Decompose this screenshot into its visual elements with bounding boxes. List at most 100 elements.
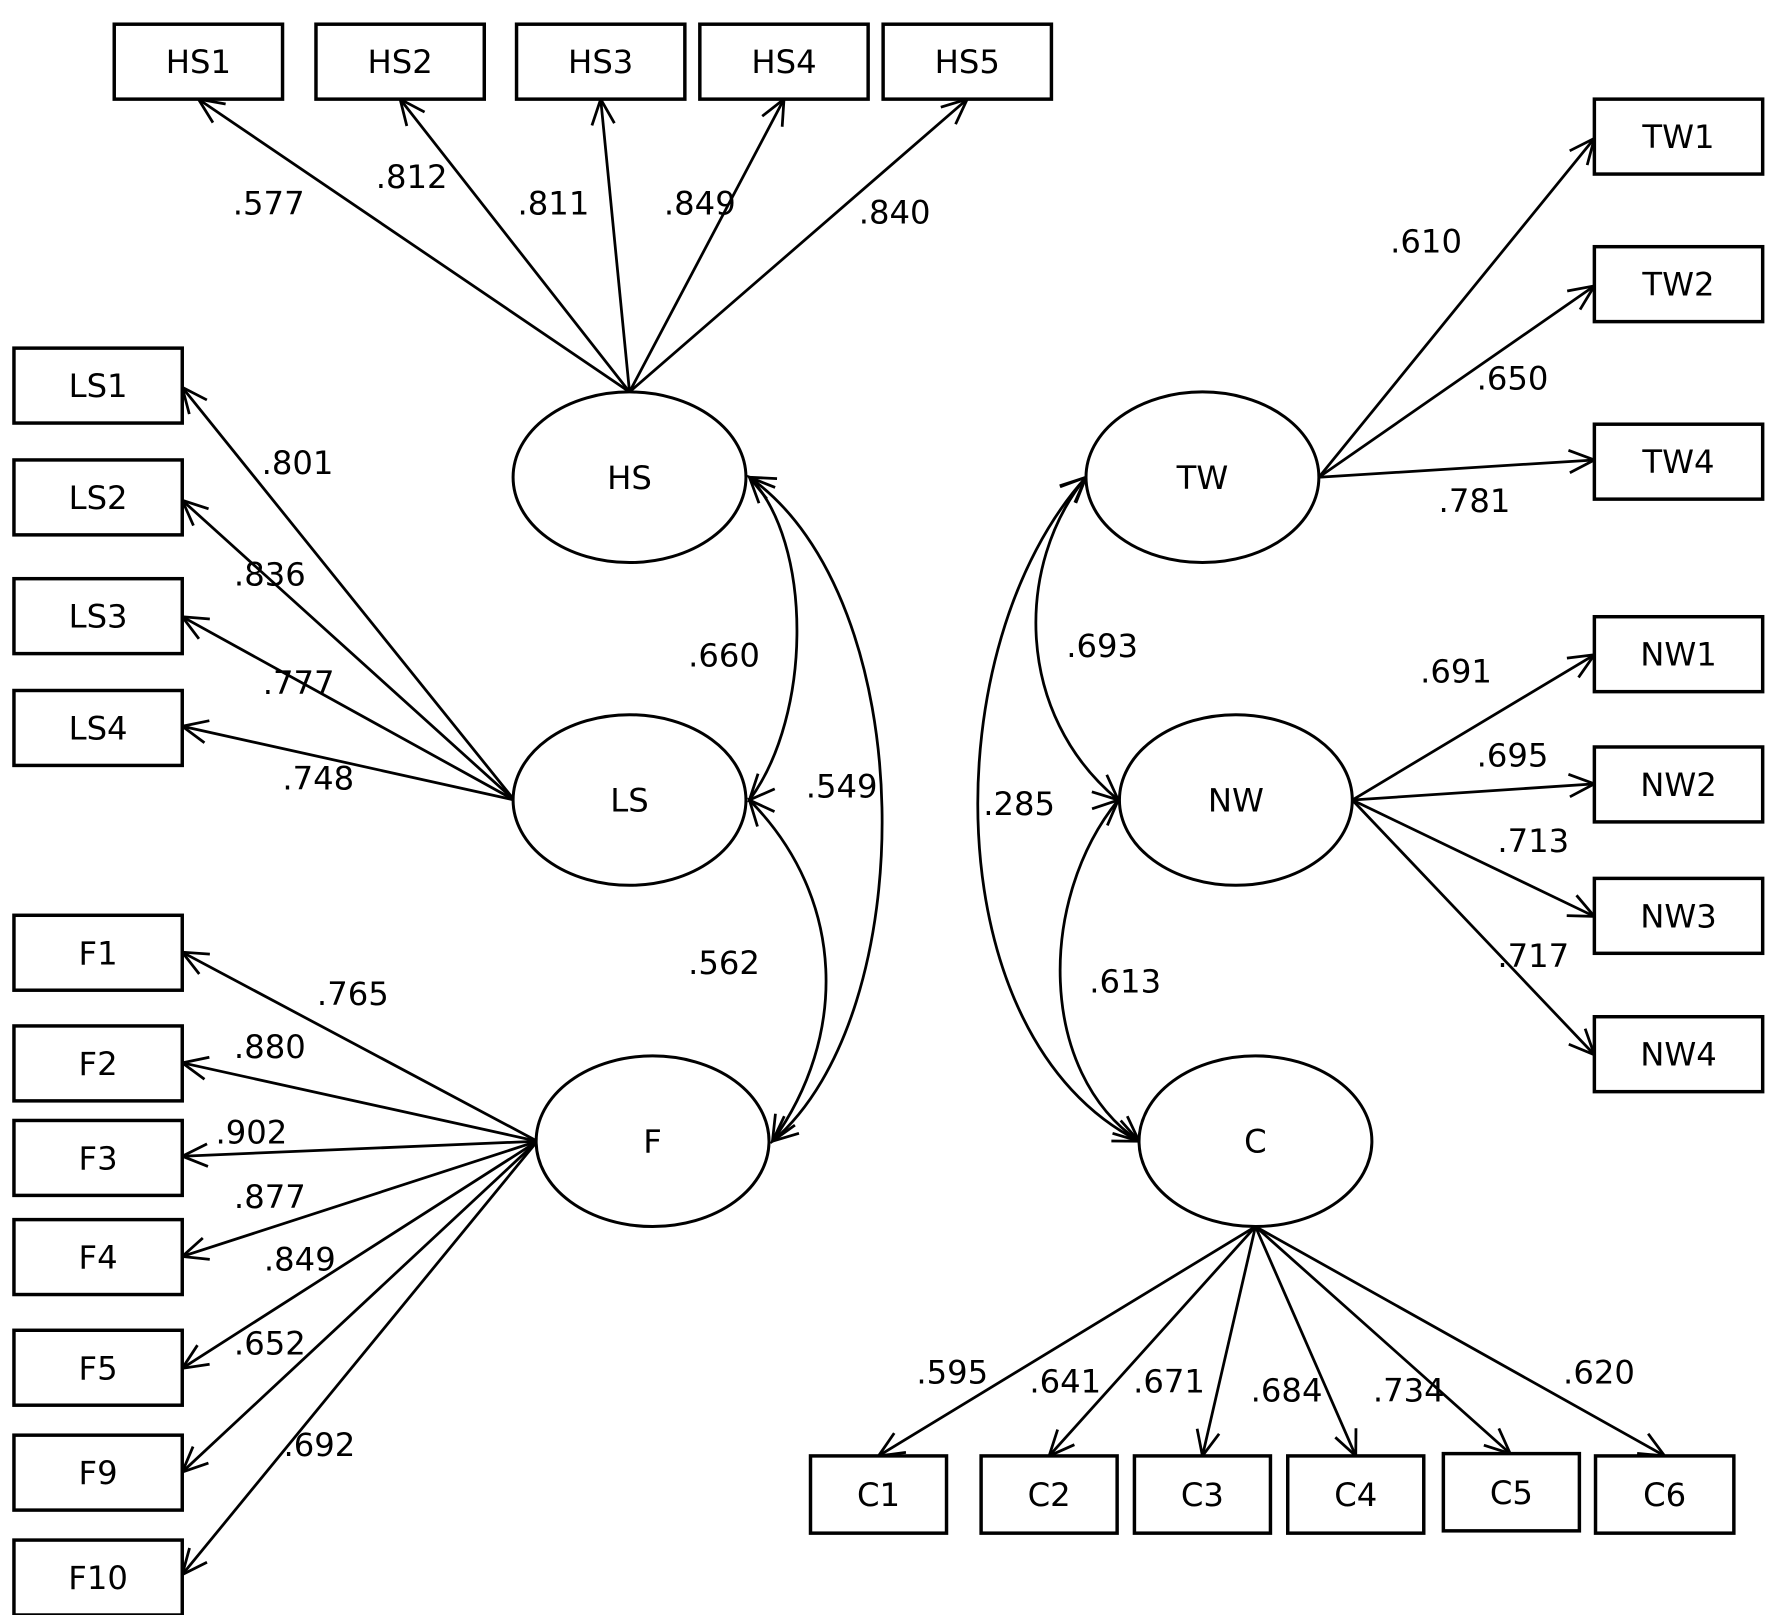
latent-factor-nw: NW (1117, 713, 1354, 887)
indicator-box (1592, 1014, 1765, 1094)
loading-label-f1: .765 (317, 975, 389, 1013)
latent-factor-tw: TW (1084, 390, 1321, 565)
indicator-hs3: HS3 (514, 22, 687, 101)
loading-label-hs4: .849 (664, 184, 736, 222)
indicator-c6: C6 (1593, 1454, 1736, 1535)
indicator-c1: C1 (808, 1454, 949, 1535)
indicator-label: LS2 (69, 479, 128, 517)
indicator-hs4: HS4 (698, 22, 870, 101)
correlation-path-tw-c (976, 476, 1140, 1143)
indicator-box (1286, 1454, 1426, 1535)
loading-label-f2: .880 (234, 1028, 306, 1066)
loading-label-hs5: .840 (859, 194, 931, 232)
indicator-tw4: TW4 (1592, 422, 1765, 501)
indicator-label: C1 (857, 1476, 900, 1514)
indicator-nw3: NW3 (1592, 876, 1765, 956)
indicator-label: C3 (1181, 1476, 1224, 1514)
loading-path-f2 (181, 1061, 538, 1143)
loading-path-tw4 (1318, 458, 1595, 479)
loading-path-ls4 (181, 724, 515, 802)
loading-label-tw2: .650 (1477, 360, 1549, 398)
indicator-label: F4 (79, 1239, 118, 1277)
indicator-ls4: LS4 (12, 688, 184, 768)
indicator-label: F10 (68, 1559, 128, 1597)
indicator-label: HS5 (935, 43, 1000, 81)
arrowhead-icon (1637, 1432, 1668, 1458)
loading-path-c2 (1048, 1225, 1257, 1457)
indicator-box (12, 458, 184, 537)
indicator-box (12, 688, 184, 768)
indicator-box (1441, 1451, 1582, 1533)
indicator-f5: F5 (12, 1328, 184, 1407)
loading-path-c3 (1201, 1226, 1257, 1457)
indicator-label: C4 (1334, 1476, 1377, 1514)
latent-label: NW (1208, 782, 1264, 820)
indicator-label: TW2 (1641, 266, 1714, 304)
loading-label-tw4: .781 (1439, 482, 1511, 520)
loading-path-ls1 (181, 386, 516, 801)
correlation-path-ls-f (748, 799, 828, 1143)
loading-path-hs3 (599, 99, 631, 393)
indicator-box (1592, 97, 1765, 176)
loading-path-c6 (1254, 1225, 1666, 1458)
indicator-box (12, 1118, 184, 1198)
indicator-label: TW4 (1641, 443, 1714, 481)
indicator-box (112, 22, 285, 101)
indicator-label: HS4 (751, 43, 816, 81)
indicator-nw1: NW1 (1592, 614, 1765, 694)
latent-factor-hs: HS (511, 390, 748, 565)
indicator-box (12, 1217, 184, 1297)
latent-factor-c: C (1137, 1054, 1374, 1229)
indicator-box (1592, 745, 1765, 824)
loading-label-c4: .684 (1251, 1372, 1323, 1410)
loading-label-ls4: .748 (282, 760, 354, 798)
indicator-label: C2 (1028, 1476, 1071, 1514)
loading-path-f4 (181, 1139, 538, 1258)
correlation-path-hs-f (748, 476, 884, 1143)
loading-label-nw1: .691 (1420, 652, 1492, 690)
loading-path-hs2 (399, 98, 631, 393)
correlation-label-ls-f: .562 (688, 944, 760, 982)
indicator-label: LS1 (69, 367, 128, 405)
indicator-label: F5 (79, 1349, 118, 1387)
loading-label-nw3: .713 (1497, 822, 1569, 860)
loading-path-f10 (181, 1140, 539, 1576)
loading-label-nw4: .717 (1497, 937, 1569, 975)
loading-path-f9 (181, 1140, 539, 1474)
loading-label-ls3: .777 (263, 664, 335, 702)
arrowhead-icon (179, 615, 210, 640)
latent-label: C (1244, 1123, 1267, 1161)
loading-path-nw3 (1351, 798, 1595, 918)
correlation-path-tw-nw (1034, 476, 1120, 802)
indicator-box (12, 1538, 184, 1615)
loading-path-f1 (181, 950, 538, 1143)
latent-factor-f: F (534, 1054, 771, 1229)
indicator-box (314, 22, 487, 101)
indicator-box (1592, 422, 1765, 501)
loading-path-f5 (181, 1140, 539, 1370)
correlation-label-nw-c: .613 (1089, 963, 1161, 1001)
loading-label-f10: .692 (284, 1426, 356, 1464)
indicator-c5: C5 (1441, 1451, 1582, 1533)
indicator-f9: F9 (12, 1433, 184, 1512)
loading-path-tw2 (1318, 284, 1596, 479)
loading-label-ls2: .836 (234, 556, 306, 594)
loading-path-nw1 (1351, 653, 1596, 802)
indicator-box (12, 1433, 184, 1512)
indicator-box (1132, 1454, 1273, 1535)
indicator-box (12, 1024, 184, 1103)
latent-ellipse (534, 1054, 771, 1229)
indicator-nw4: NW4 (1592, 1014, 1765, 1094)
indicator-box (1592, 614, 1765, 694)
loading-path-nw2 (1352, 782, 1595, 802)
indicator-c2: C2 (979, 1454, 1119, 1535)
indicator-box (979, 1454, 1119, 1535)
indicator-label: NW3 (1640, 897, 1717, 935)
latent-ellipse (511, 713, 748, 887)
indicator-label: C6 (1643, 1476, 1686, 1514)
loading-path-hs5 (628, 98, 969, 393)
indicator-f2: F2 (12, 1024, 184, 1103)
loading-label-tw1: .610 (1390, 222, 1462, 260)
loading-label-hs1: .577 (233, 184, 305, 222)
